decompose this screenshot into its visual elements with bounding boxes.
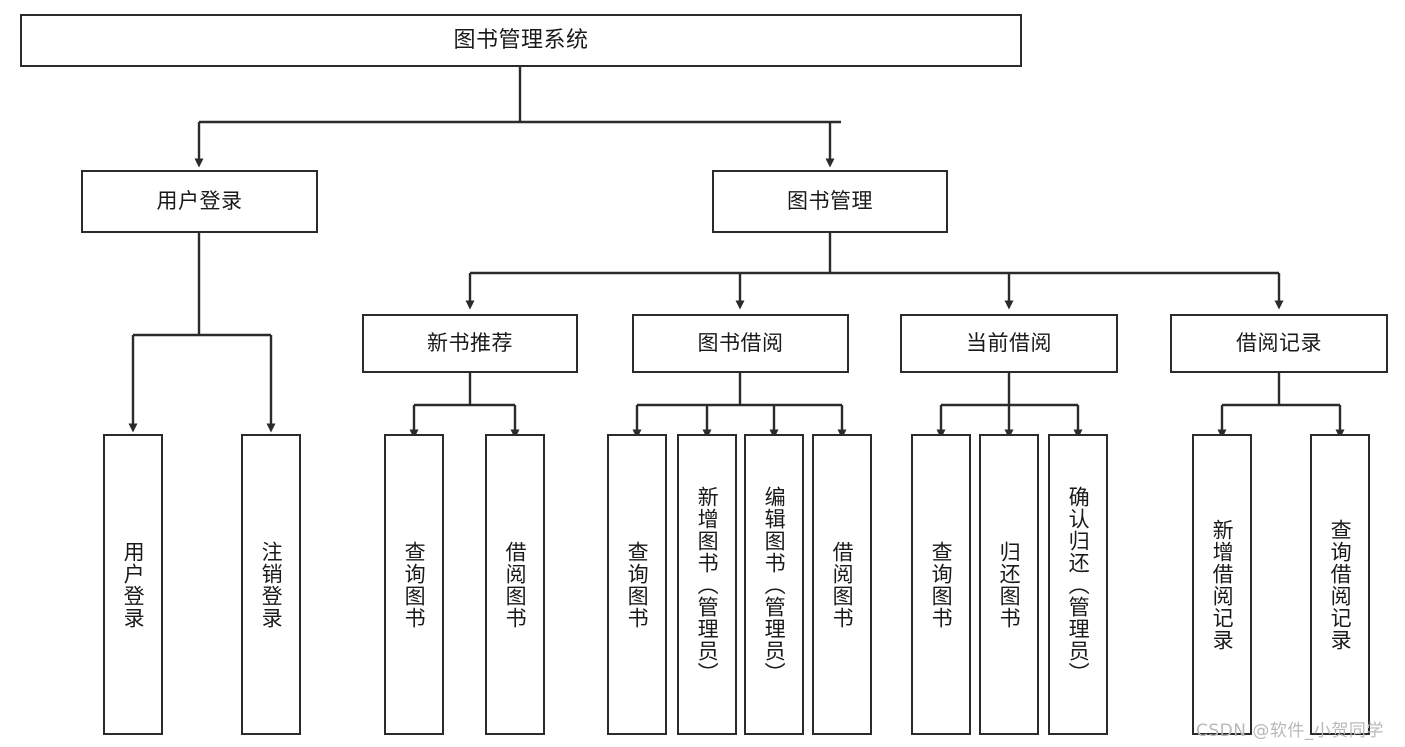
node-new-book-recommend[interactable]: 新书推荐 [362,314,578,373]
csdn-watermark: CSDN @软件_小贺同学 [1196,721,1384,741]
node-label: 新增图书（管理员） [695,485,720,684]
node-user-login[interactable]: 用户登录 [81,170,318,233]
node-label: 图书管理系统 [453,27,589,53]
node-label: 图书管理 [787,189,873,213]
leaf-book-borrow-edit[interactable]: 编辑图书（管理员） [744,434,804,735]
leaf-borrow-record-add[interactable]: 新增借阅记录 [1192,434,1252,735]
node-label: 归还图书 [997,540,1022,629]
leaf-current-borrow-return[interactable]: 归还图书 [979,434,1039,735]
leaf-new-book-borrow[interactable]: 借阅图书 [485,434,545,735]
leaf-book-borrow-query[interactable]: 查询图书 [607,434,667,735]
node-label: 编辑图书（管理员） [762,485,787,684]
leaf-new-book-query[interactable]: 查询图书 [384,434,444,735]
node-current-borrow[interactable]: 当前借阅 [900,314,1118,373]
node-book-management[interactable]: 图书管理 [712,170,948,233]
leaf-book-borrow-borrow[interactable]: 借阅图书 [812,434,872,735]
node-label: 借阅图书 [503,540,528,629]
node-book-borrow[interactable]: 图书借阅 [632,314,849,373]
node-root-book-management-system[interactable]: 图书管理系统 [20,14,1022,67]
node-label: 借阅记录 [1236,331,1322,355]
node-label: 新书推荐 [427,331,513,355]
node-borrow-record[interactable]: 借阅记录 [1170,314,1388,373]
leaf-book-borrow-add[interactable]: 新增图书（管理员） [677,434,737,735]
node-label: 查询图书 [402,540,427,629]
node-label: 查询图书 [929,540,954,629]
node-label: 用户登录 [156,189,243,213]
node-label: 图书借阅 [697,331,784,355]
leaf-user-login-logout[interactable]: 注销登录 [241,434,301,735]
leaf-borrow-record-query[interactable]: 查询借阅记录 [1310,434,1370,735]
node-label: 注销登录 [259,540,284,629]
node-label: 查询图书 [625,540,650,629]
node-label: 确认归还（管理员） [1066,485,1091,684]
leaf-user-login-login[interactable]: 用户登录 [103,434,163,735]
node-label: 用户登录 [121,540,146,629]
leaf-current-borrow-query[interactable]: 查询图书 [911,434,971,735]
node-label: 借阅图书 [830,540,855,629]
leaf-current-borrow-confirm-return[interactable]: 确认归还（管理员） [1048,434,1108,735]
node-label: 查询借阅记录 [1328,518,1353,651]
node-label: 当前借阅 [966,331,1052,355]
node-label: 新增借阅记录 [1210,518,1235,651]
